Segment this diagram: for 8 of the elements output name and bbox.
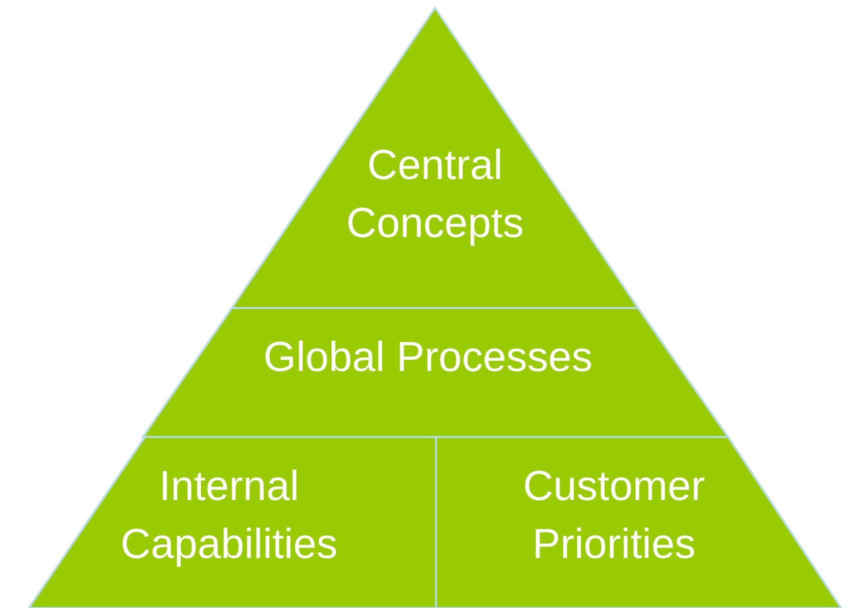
tier-label: Global Processes (262, 332, 594, 382)
pyramid-tier (232, 8, 638, 308)
pyramid-tier (29, 437, 436, 608)
tier-label: Internal Capabilities (119, 461, 339, 569)
pyramid-tier (436, 437, 841, 608)
pyramid-tier (143, 308, 728, 437)
tier-label: Central Concepts (345, 140, 525, 248)
tier-label: Customer Priorities (522, 461, 706, 569)
